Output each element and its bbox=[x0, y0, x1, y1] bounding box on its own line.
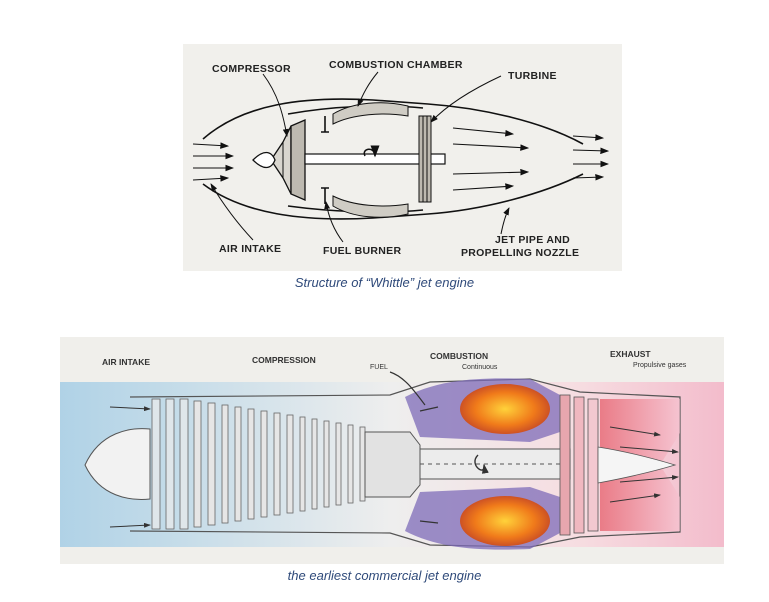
label-jet-pipe-2: PROPELLING NOZZLE bbox=[461, 247, 579, 259]
rotation-arrow bbox=[474, 454, 489, 474]
combustion-chamber bbox=[332, 102, 409, 218]
label-compressor: COMPRESSOR bbox=[212, 63, 291, 75]
compressor-stages bbox=[151, 398, 366, 530]
label-jet-pipe-1: JET PIPE AND bbox=[495, 234, 570, 246]
fuel-injector bbox=[389, 371, 439, 524]
whittle-engine-diagram: COMPRESSOR COMBUSTION CHAMBER TURBINE AI… bbox=[183, 44, 622, 271]
label-combustion-chamber: COMBUSTION CHAMBER bbox=[329, 59, 463, 71]
airflow-arrows bbox=[109, 406, 679, 528]
label-air-intake: AIR INTAKE bbox=[102, 357, 150, 367]
turbine-stages bbox=[559, 394, 599, 536]
label-combustion: COMBUSTION bbox=[430, 351, 488, 361]
label-turbine: TURBINE bbox=[508, 70, 557, 82]
engine-casing bbox=[129, 378, 681, 548]
turbine-disc bbox=[418, 115, 432, 203]
label-fuel-burner: FUEL BURNER bbox=[323, 245, 401, 257]
leader-lines bbox=[210, 71, 510, 243]
caption-whittle: Structure of “Whittle” jet engine bbox=[294, 275, 475, 290]
label-exhaust: EXHAUST bbox=[610, 349, 651, 359]
airflow-arrows bbox=[192, 127, 610, 191]
combustion-chamber-top bbox=[405, 378, 560, 442]
label-propulsive-gases: Propulsive gases bbox=[633, 362, 687, 369]
label-continuous: Continuous bbox=[462, 364, 498, 371]
engine-shaft bbox=[304, 145, 446, 165]
nose-cone bbox=[252, 151, 276, 169]
commercial-engine-diagram: AIR INTAKE COMPRESSION COMBUSTION Contin… bbox=[60, 337, 724, 564]
caption-commercial: the earliest commercial jet engine bbox=[287, 568, 482, 583]
compressor-impeller bbox=[270, 119, 306, 201]
nose-spinner bbox=[84, 428, 151, 500]
label-fuel: FUEL bbox=[370, 364, 388, 371]
central-shaft bbox=[364, 431, 571, 498]
combustion-chamber-bottom bbox=[405, 487, 560, 550]
label-compression: COMPRESSION bbox=[252, 355, 316, 365]
label-air-intake: AIR INTAKE bbox=[219, 243, 281, 255]
